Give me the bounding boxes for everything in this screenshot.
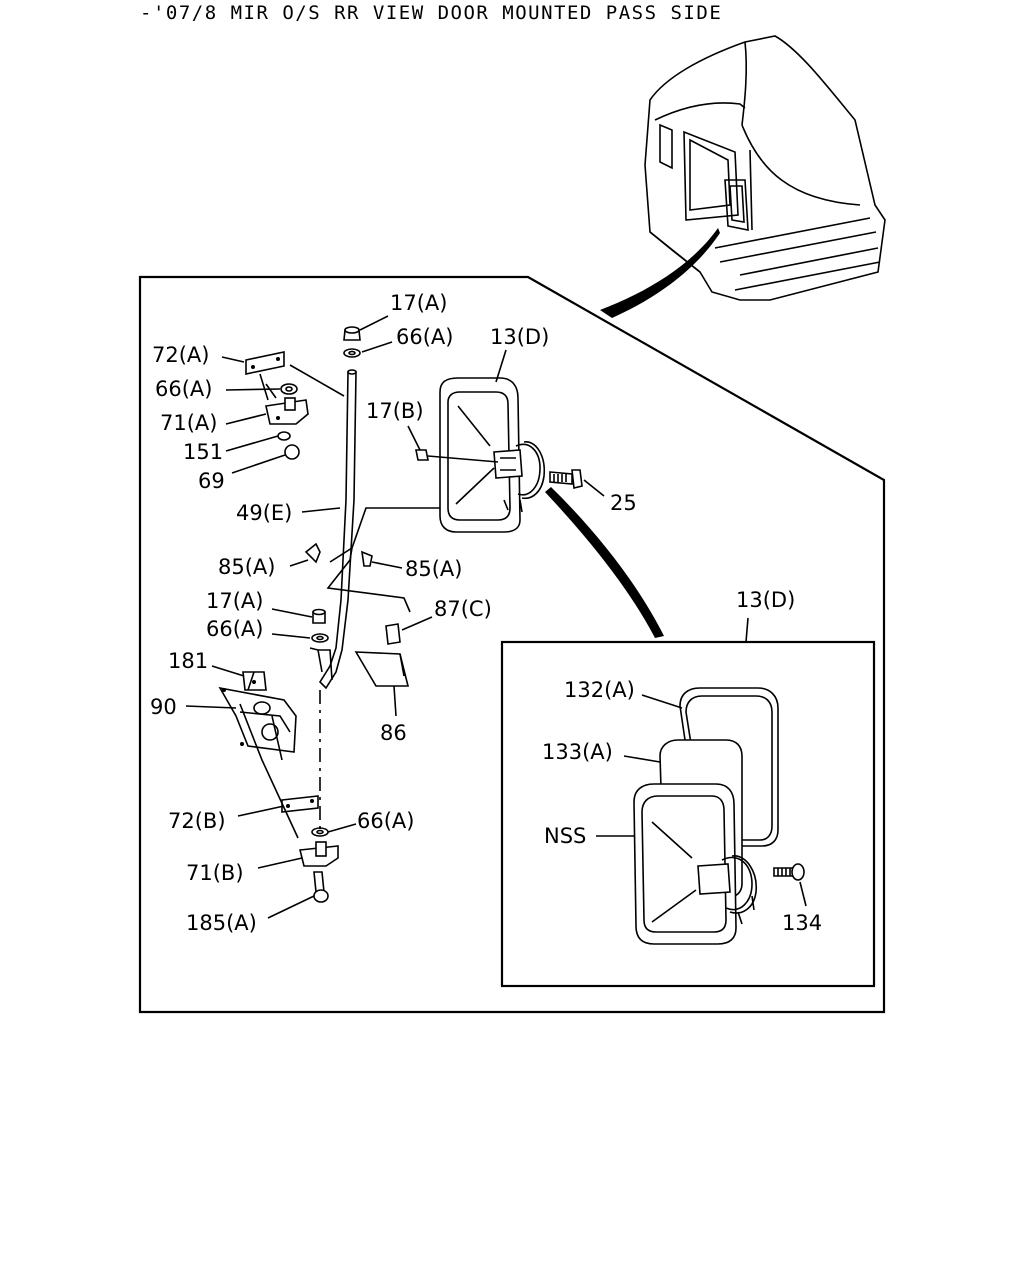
part-85a-cap-left bbox=[304, 542, 321, 564]
callout-17a-top: 17(A) bbox=[390, 291, 447, 315]
callout-69: 69 bbox=[198, 469, 225, 493]
callout-71b: 71(B) bbox=[186, 861, 244, 885]
part-185a-bolt bbox=[313, 871, 329, 903]
part-17a-mid-nut bbox=[312, 608, 326, 624]
callout-72b: 72(B) bbox=[168, 809, 226, 833]
callout-nss: NSS bbox=[544, 824, 586, 848]
main-mirror-13d bbox=[415, 377, 583, 533]
callout-66a-top: 66(A) bbox=[396, 325, 453, 349]
part-86-cover bbox=[354, 651, 410, 687]
callout-133a: 133(A) bbox=[542, 740, 613, 764]
inset-pointer bbox=[545, 487, 664, 638]
part-66a-mid-washer bbox=[311, 633, 329, 643]
callout-185a: 185(A) bbox=[186, 911, 257, 935]
part-49e-rod bbox=[309, 369, 357, 690]
callout-85a-right: 85(A) bbox=[405, 557, 462, 581]
callout-71a: 71(A) bbox=[160, 411, 217, 435]
main-frame bbox=[138, 275, 886, 1014]
callout-17b: 17(B) bbox=[366, 399, 424, 423]
callout-132a: 132(A) bbox=[564, 678, 635, 702]
callout-87c: 87(C) bbox=[434, 597, 492, 621]
callout-151: 151 bbox=[183, 440, 223, 464]
van-illustration bbox=[644, 35, 886, 301]
part-151-washer bbox=[277, 431, 291, 441]
assembly-lines-left bbox=[239, 364, 345, 839]
callout-90: 90 bbox=[150, 695, 177, 719]
part-72b-plate bbox=[281, 795, 319, 813]
part-134-screw bbox=[773, 863, 805, 881]
callout-181: 181 bbox=[168, 649, 208, 673]
callout-13d-inset: 13(D) bbox=[736, 588, 795, 612]
leader-lines bbox=[185, 315, 807, 919]
callout-66a-bottom: 66(A) bbox=[357, 809, 414, 833]
part-181-plate bbox=[242, 671, 267, 691]
part-69-cap bbox=[284, 444, 300, 460]
callout-85a-left: 85(A) bbox=[218, 555, 275, 579]
callout-17a-mid: 17(A) bbox=[206, 589, 263, 613]
callout-25: 25 bbox=[610, 491, 637, 515]
callout-49e: 49(E) bbox=[236, 501, 292, 525]
part-66a-top-washer bbox=[343, 348, 361, 358]
callout-86: 86 bbox=[380, 721, 407, 745]
part-71b-bracket bbox=[299, 841, 339, 867]
diagram-title: -'07/8 MIR O/S RR VIEW DOOR MOUNTED PASS… bbox=[140, 2, 723, 24]
part-87c-clip bbox=[385, 623, 401, 645]
part-71a-bracket bbox=[265, 397, 309, 425]
part-72a-plate bbox=[245, 351, 285, 375]
callout-66a-mid: 66(A) bbox=[206, 617, 263, 641]
part-17a-top-nut bbox=[343, 326, 361, 341]
callout-72a: 72(A) bbox=[152, 343, 209, 367]
part-66a-bottom-washer bbox=[311, 827, 329, 837]
part-nss-mirror bbox=[633, 783, 757, 945]
callout-134: 134 bbox=[782, 911, 822, 935]
van-pointer bbox=[600, 228, 720, 318]
part-90-bracket bbox=[218, 686, 297, 753]
part-85a-cap-right bbox=[361, 550, 373, 567]
callout-13d-main: 13(D) bbox=[490, 325, 549, 349]
inset-frame bbox=[500, 640, 876, 988]
part-66a-washer bbox=[280, 383, 298, 395]
callout-66a-left: 66(A) bbox=[155, 377, 212, 401]
